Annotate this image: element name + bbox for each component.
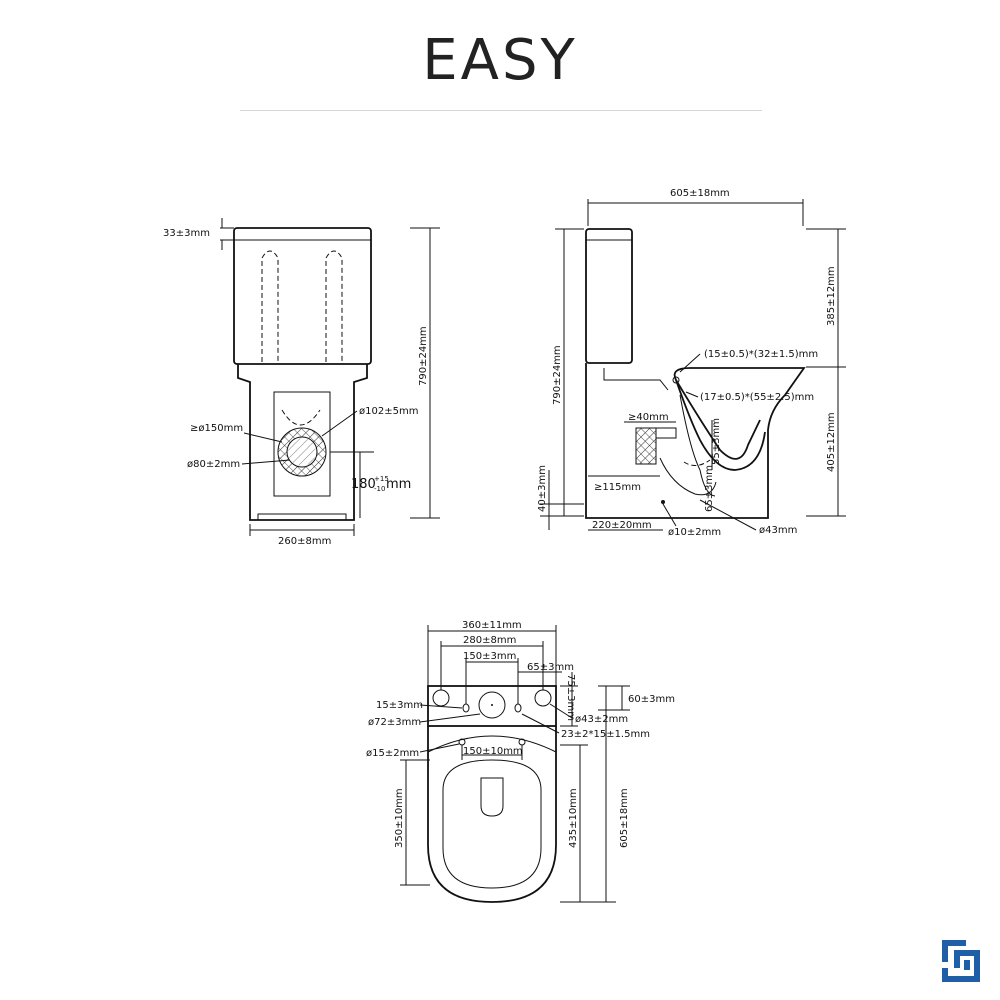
dim-lid: 33±3mm xyxy=(163,228,210,239)
dim-slot: 23±2*15±1.5mm xyxy=(561,729,650,740)
title-divider xyxy=(240,110,762,111)
dim-fix-hole: ø10±2mm xyxy=(668,527,721,538)
dim-outlet-height-plus: +15 xyxy=(374,475,389,483)
dim-outlet-height-minus: -10 xyxy=(374,485,385,493)
side-view: 605±18mm 385±12mm 405±12mm 790±24mm (15±… xyxy=(537,188,846,538)
dim-bowl-height: 405±12mm xyxy=(826,412,837,472)
dim-outlet-dia: ø43mm xyxy=(759,525,797,536)
dim-hole-span: 280±8mm xyxy=(463,635,516,646)
dim-bowl-depth: 435±10mm xyxy=(568,788,579,848)
dim-outer-flange: ≥ø150mm xyxy=(190,423,243,434)
dim-seal-depth: 65±3mm xyxy=(704,465,715,512)
dim-button-dia: ø72±3mm xyxy=(368,717,421,728)
dim-bowl-length: 350±10mm xyxy=(394,788,405,848)
dim-outlet-height-unit: mm xyxy=(386,477,411,492)
dim-side-hole: ø43±2mm xyxy=(575,714,628,725)
dim-rear-depth: 60±3mm xyxy=(628,694,675,705)
dim-inlet-1: (15±0.5)*(32±1.5)mm xyxy=(704,349,818,360)
dim-front-height: 790±24mm xyxy=(418,326,429,386)
dim-trap-depth: 55±3mm xyxy=(711,418,722,465)
dim-seat-span: 150±10mm xyxy=(463,746,523,757)
front-tank xyxy=(233,227,372,365)
brand-logo-icon xyxy=(942,940,980,982)
dim-clearance: ≥40mm xyxy=(628,412,669,423)
dim-base-height: 40±3mm xyxy=(537,465,548,512)
dim-tank-height: 385±12mm xyxy=(826,266,837,326)
dim-side-depth: 75±3mm xyxy=(565,674,576,721)
dim-outlet-height-base: 180 xyxy=(351,477,376,492)
top-view: 360±11mm 280±8mm 150±3mm 65±3mm 75±3mm 6… xyxy=(366,620,675,903)
dim-button-offset: 65±3mm xyxy=(527,662,574,673)
page-title: EASY xyxy=(422,28,578,93)
dim-depth: 605±18mm xyxy=(670,188,730,199)
dim-inner-pipe: ø80±2mm xyxy=(187,459,240,470)
dim-inlet-2: (17±0.5)*(55±2.5)mm xyxy=(700,392,814,403)
dim-side-total-height: 790±24mm xyxy=(552,345,563,405)
dim-edge-offset: 15±3mm xyxy=(376,700,423,711)
dim-wall-distance: ≥115mm xyxy=(594,482,641,493)
dim-base-width: 260±8mm xyxy=(278,536,331,547)
dim-floor-distance: 220±20mm xyxy=(592,520,652,531)
dim-total-depth: 605±18mm xyxy=(619,788,630,848)
dim-tank-width: 360±11mm xyxy=(462,620,522,631)
front-view: 33±3mm 790±24mm ≥ø150mm ø102±5mm ø80±2mm… xyxy=(163,218,440,547)
dim-button-span: 150±3mm xyxy=(463,651,516,662)
side-tank xyxy=(585,228,633,364)
dim-outlet: ø102±5mm xyxy=(359,406,418,417)
dim-seat-holes: ø15±2mm xyxy=(366,748,419,759)
